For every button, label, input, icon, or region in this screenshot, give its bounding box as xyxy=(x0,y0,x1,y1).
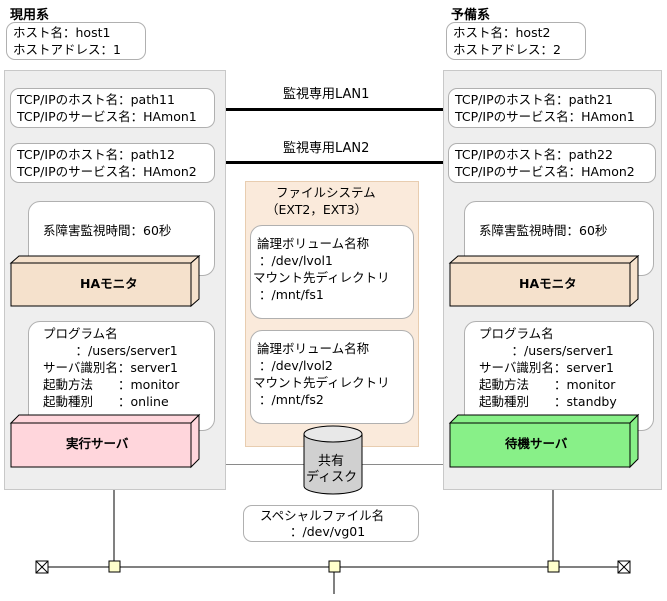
active-lan1-service: TCP/IPのサービス名：HAmon1 xyxy=(17,109,197,124)
special-file-label: スペシャルファイル名 xyxy=(260,508,385,523)
active-host-name: ホスト名：host1 xyxy=(13,25,111,40)
lan1-label: 監視専用LAN1 xyxy=(283,87,370,102)
volume2-label: 論理ボリューム名称 xyxy=(257,341,370,356)
active-lan1-host: TCP/IPのホスト名：path11 xyxy=(17,92,175,107)
mount1-label: マウント先ディレクトリ xyxy=(253,270,390,285)
connector-right-icon xyxy=(547,560,560,573)
connector-center-icon xyxy=(328,560,341,573)
active-program-value: ：/users/server1 xyxy=(63,343,178,358)
volume1-label: 論理ボリューム名称 xyxy=(257,236,370,251)
standby-host-name: ホスト名：host2 xyxy=(453,25,551,40)
standby-host-address: ホストアドレス：2 xyxy=(453,42,561,57)
disk-label-line2: ディスク xyxy=(306,470,358,485)
standby-lan2-service: TCP/IPのサービス名：HAmon2 xyxy=(455,164,635,179)
standby-lan2-box: TCP/IPのホスト名：path22 TCP/IPのサービス名：HAmon2 xyxy=(448,143,656,183)
terminator-left-icon xyxy=(35,560,49,574)
lan2-label: 監視専用LAN2 xyxy=(283,141,370,156)
standby-program-box: プログラム名 ：/users/server1 サーバ識別名：server1 起動… xyxy=(464,321,654,431)
terminator-right-icon xyxy=(617,560,631,574)
volume1-value: ：/dev/lvol1 xyxy=(259,253,333,268)
lan1-line xyxy=(226,108,443,111)
standby-start-method: 起動方法 ：monitor xyxy=(479,377,616,392)
volume2-value: ：/dev/lvol2 xyxy=(259,358,333,373)
connector-left-icon xyxy=(108,560,121,573)
active-lan1-box: TCP/IPのホスト名：path11 TCP/IPのサービス名：HAmon1 xyxy=(10,88,215,128)
filesystem-title: ファイルシステム xyxy=(276,185,376,200)
active-start-method: 起動方法 ：monitor xyxy=(43,377,180,392)
active-start-type: 起動種別 ：online xyxy=(43,394,169,409)
special-file-value: ：/dev/vg01 xyxy=(290,524,366,539)
shared-disk-icon xyxy=(303,425,363,495)
active-monitor-time: 系障害監視時間：60秒 xyxy=(43,223,172,238)
active-server-box xyxy=(9,413,201,469)
active-program-label: プログラム名 xyxy=(43,326,118,341)
active-ha-monitor-box xyxy=(9,254,201,308)
active-system-label: 現用系 xyxy=(10,8,50,23)
lan2-line xyxy=(226,161,443,164)
disk-link-right xyxy=(362,464,443,465)
volume1-box: 論理ボリューム名称 ：/dev/lvol1 マウント先ディレクトリ ：/mnt/… xyxy=(250,225,414,319)
standby-program-value: ：/users/server1 xyxy=(499,343,614,358)
disk-label-line1: 共有 xyxy=(318,454,345,469)
standby-lan1-service: TCP/IPのサービス名：HAmon1 xyxy=(455,109,635,124)
standby-lan2-host: TCP/IPのホスト名：path22 xyxy=(455,147,613,162)
standby-lan1-box: TCP/IPのホスト名：path21 TCP/IPのサービス名：HAmon1 xyxy=(448,88,656,128)
standby-lan1-host: TCP/IPのホスト名：path21 xyxy=(455,92,613,107)
active-lan2-box: TCP/IPのホスト名：path12 TCP/IPのサービス名：HAmon2 xyxy=(10,143,215,183)
mount2-value: ：/mnt/fs2 xyxy=(259,392,324,407)
disk-link-left xyxy=(226,464,304,465)
active-ha-monitor-label: HAモニタ xyxy=(80,276,138,291)
mount2-label: マウント先ディレクトリ xyxy=(253,375,390,390)
active-server-id: サーバ識別名：server1 xyxy=(43,360,178,375)
filesystem-subtitle: （EXT2，EXT3） xyxy=(266,202,368,217)
standby-host-box: ホスト名：host2 ホストアドレス：2 xyxy=(446,22,586,60)
volume2-box: 論理ボリューム名称 ：/dev/lvol2 マウント先ディレクトリ ：/mnt/… xyxy=(250,330,414,424)
special-file-box: スペシャルファイル名 ：/dev/vg01 xyxy=(243,505,419,542)
active-host-address: ホストアドレス：1 xyxy=(13,42,121,57)
standby-start-type: 起動種別 ：standby xyxy=(479,394,617,409)
standby-system-label: 予備系 xyxy=(451,8,491,23)
active-server-label: 実行サーバ xyxy=(66,436,129,451)
standby-ha-monitor-box xyxy=(448,254,640,308)
standby-monitor-time: 系障害監視時間：60秒 xyxy=(479,223,608,238)
standby-server-label: 待機サーバ xyxy=(505,436,568,451)
standby-server-id: サーバ識別名：server1 xyxy=(479,360,614,375)
standby-ha-monitor-label: HAモニタ xyxy=(519,276,577,291)
active-lan2-service: TCP/IPのサービス名：HAmon2 xyxy=(17,164,197,179)
standby-server-box xyxy=(448,413,640,469)
mount1-value: ：/mnt/fs1 xyxy=(259,287,324,302)
active-host-box: ホスト名：host1 ホストアドレス：1 xyxy=(6,22,146,60)
standby-program-label: プログラム名 xyxy=(479,326,554,341)
active-lan2-host: TCP/IPのホスト名：path12 xyxy=(17,147,175,162)
